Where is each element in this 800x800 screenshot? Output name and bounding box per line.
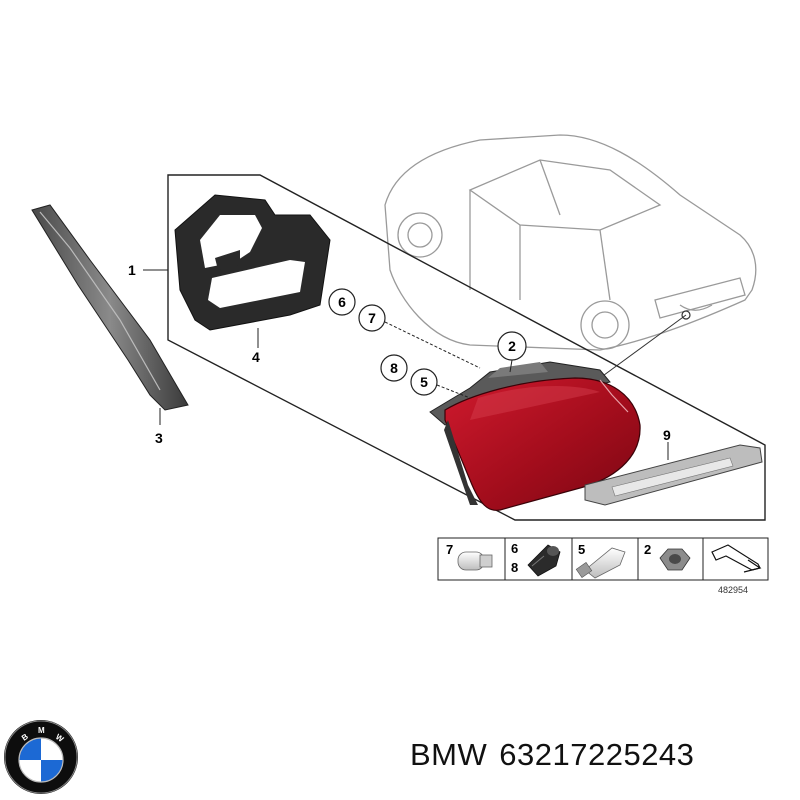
- svg-text:B: B: [20, 732, 30, 743]
- callout-label-4: 4: [252, 349, 260, 365]
- view-direction-arrow-icon: [711, 544, 762, 573]
- brand-name: BMW: [410, 737, 488, 772]
- callout-bubble-2: 2: [497, 331, 527, 361]
- bulb-icon: [575, 547, 626, 579]
- svg-text:6: 6: [338, 294, 346, 310]
- svg-text:W: W: [54, 732, 66, 744]
- bulb-socket-icon: [527, 544, 561, 577]
- part-caption: BMW 63217225243: [410, 737, 706, 773]
- svg-text:2: 2: [508, 338, 516, 354]
- callout-label-9: 9: [663, 427, 671, 443]
- vehicle-outline: [384, 134, 757, 351]
- hex-nut-icon: [659, 548, 691, 571]
- svg-text:8: 8: [390, 360, 398, 376]
- trim-strip-part-9: [584, 444, 763, 506]
- svg-text:6: 6: [511, 541, 518, 556]
- callout-bubble-5: 5: [410, 368, 438, 396]
- gasket-part-4: [174, 194, 331, 331]
- svg-text:7: 7: [368, 310, 376, 326]
- diagram-code: 482954: [718, 585, 748, 595]
- callout-bubble-7: 7: [358, 304, 386, 332]
- svg-text:2: 2: [644, 542, 651, 557]
- part-number: 63217225243: [499, 737, 695, 772]
- callout-label-3: 3: [155, 430, 163, 446]
- svg-text:5: 5: [420, 374, 428, 390]
- callout-bubble-6: 6: [328, 288, 356, 316]
- bmw-logo: B M W: [4, 720, 78, 794]
- callout-bubble-8: 8: [380, 354, 408, 382]
- wedge-bulb-icon: [457, 551, 493, 571]
- svg-text:5: 5: [578, 542, 585, 557]
- assembly-frame: [167, 174, 766, 521]
- svg-text:7: 7: [446, 542, 453, 557]
- svg-text:8: 8: [511, 560, 518, 575]
- trim-strip-part-3: [31, 204, 189, 411]
- parts-legend: 7 6 8 5 2: [437, 537, 769, 581]
- callout-label-1: 1: [128, 262, 136, 278]
- tail-light-part-2: [429, 361, 641, 511]
- svg-text:M: M: [38, 726, 45, 735]
